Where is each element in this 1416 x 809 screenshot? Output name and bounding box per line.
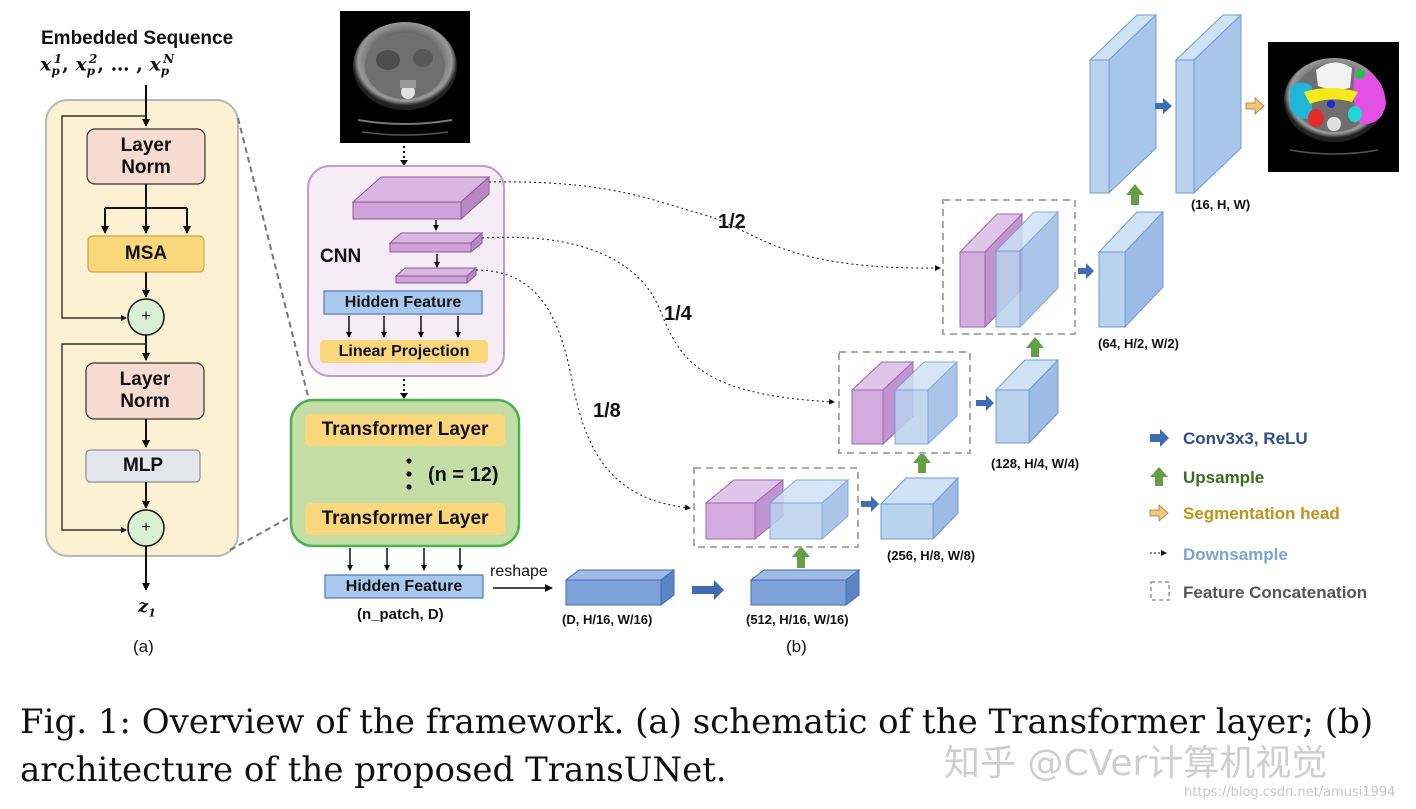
concat-box-1-8 bbox=[693, 467, 859, 548]
purple-feature-1-8 bbox=[704, 478, 785, 541]
conv-arrow-3 bbox=[976, 395, 994, 411]
legend-conv-text: Conv3x3, ReLU bbox=[1183, 429, 1308, 448]
transformer-encoder bbox=[289, 398, 521, 548]
transformer-layer-1-box bbox=[305, 414, 505, 446]
skip-label-1-8: 1/8 bbox=[593, 400, 621, 422]
add-2-label: + bbox=[141, 519, 151, 536]
mlp-box bbox=[85, 449, 201, 483]
watermark-url: https://blog.csdn.net/amusi1994 bbox=[1184, 785, 1396, 800]
n-patch-label: (n_patch, D) bbox=[357, 606, 444, 623]
conv-arrow-2 bbox=[861, 496, 879, 512]
watermark-text: 知乎 @CVer计算机视觉 bbox=[944, 743, 1328, 784]
caption-line-1: Fig. 1: Overview of the framework. (a) s… bbox=[20, 702, 1374, 742]
cnn-label: CNN bbox=[320, 246, 362, 267]
mlp-label: MLP bbox=[122, 455, 164, 476]
reshape-label: reshape bbox=[490, 563, 548, 580]
ct-input-image bbox=[340, 11, 470, 143]
legend-upsample-icon bbox=[1150, 467, 1168, 486]
transformer-layer-2-box bbox=[305, 503, 505, 535]
blue-feature-1-2 bbox=[994, 210, 1060, 329]
seghead-arrow bbox=[1245, 97, 1265, 115]
feature-16-full-b bbox=[1174, 13, 1243, 195]
panel-a-label: (a) bbox=[133, 637, 154, 656]
hidden-feature-bottom-label: Hidden Feature bbox=[345, 577, 463, 595]
legend-downsample-text: Downsample bbox=[1183, 545, 1288, 564]
blue-feature-1-8 bbox=[768, 478, 850, 541]
layer-norm-1-label: Layer Norm bbox=[120, 135, 172, 178]
dim-256-h8: (256, H/8, W/8) bbox=[887, 548, 976, 563]
skip-label-1-4: 1/4 bbox=[664, 303, 692, 325]
legend-seghead-text: Segmentation head bbox=[1183, 504, 1340, 523]
embedded-sequence-title: Embedded Sequence bbox=[41, 28, 234, 49]
embedded-sequence-formula: xp1, xp2, … , xpN bbox=[40, 52, 175, 79]
skip-connection-1-8 bbox=[475, 269, 691, 511]
legend-conv-icon bbox=[1150, 429, 1169, 447]
segmentation-output-image bbox=[1268, 42, 1399, 172]
hidden-feature-top-label: Hidden Feature bbox=[344, 293, 462, 311]
concat-box-1-2 bbox=[942, 199, 1076, 335]
hidden-feature-bottom-box bbox=[324, 574, 484, 599]
dim-16-full: (16, H, W) bbox=[1191, 197, 1251, 212]
conv-arrow-5 bbox=[1155, 98, 1172, 114]
linear-projection-label: Linear Projection bbox=[338, 342, 470, 360]
concat-box-1-4 bbox=[838, 351, 971, 454]
legend-seghead-icon bbox=[1149, 504, 1169, 522]
upsample-arrow-3 bbox=[1026, 337, 1044, 357]
conv-arrow-1 bbox=[692, 580, 724, 600]
skip-connection-1-2 bbox=[488, 181, 941, 272]
dim-512-h16: (512, H/16, W/16) bbox=[746, 612, 849, 627]
legend-upsample-text: Upsample bbox=[1183, 468, 1265, 487]
panel-b-label: (b) bbox=[786, 637, 807, 656]
linear-projection-box bbox=[320, 340, 488, 363]
upsample-arrow-2 bbox=[913, 452, 931, 473]
skip-label-1-2: 1/2 bbox=[718, 211, 746, 233]
output-z1: z1 bbox=[138, 596, 156, 620]
blue-feature-1-4 bbox=[893, 360, 959, 446]
upsample-arrow-4 bbox=[1126, 184, 1144, 205]
dim-d-h16: (D, H/16, W/16) bbox=[562, 612, 653, 627]
caption-line-2: architecture of the proposed TransUNet. bbox=[20, 750, 727, 790]
feature-128-h4 bbox=[994, 358, 1060, 445]
dim-64-h2: (64, H/2, W/2) bbox=[1098, 336, 1179, 351]
add-1-label: + bbox=[141, 308, 151, 325]
feature-64-h2 bbox=[1097, 210, 1165, 329]
transformer-layer-2-label: Transformer Layer bbox=[321, 508, 489, 529]
legend-concat-text: Feature Concatenation bbox=[1183, 583, 1368, 602]
cnn-encoder bbox=[307, 165, 505, 377]
transformer-layer-1-label: Transformer Layer bbox=[321, 419, 489, 440]
feature-512-h16 bbox=[749, 568, 861, 607]
zoom-line-bottom bbox=[229, 504, 313, 551]
conv-arrow-4 bbox=[1078, 263, 1094, 279]
msa-label: MSA bbox=[124, 243, 168, 264]
feature-256-h8 bbox=[879, 476, 960, 541]
hidden-feature-top-box bbox=[323, 290, 483, 315]
legend-concat-icon bbox=[1150, 581, 1170, 601]
panel-a bbox=[45, 85, 239, 591]
feature-16-full-a bbox=[1088, 13, 1158, 195]
skip-connection-1-4 bbox=[481, 236, 835, 405]
dim-128-h4: (128, H/4, W/4) bbox=[991, 456, 1080, 471]
repeat-label: (n = 12) bbox=[428, 464, 499, 486]
layer-norm-2-label: Layer Norm bbox=[119, 369, 171, 412]
zoom-line-top bbox=[237, 117, 313, 413]
upsample-arrow-1 bbox=[792, 546, 810, 568]
feature-d-h16 bbox=[564, 568, 676, 607]
